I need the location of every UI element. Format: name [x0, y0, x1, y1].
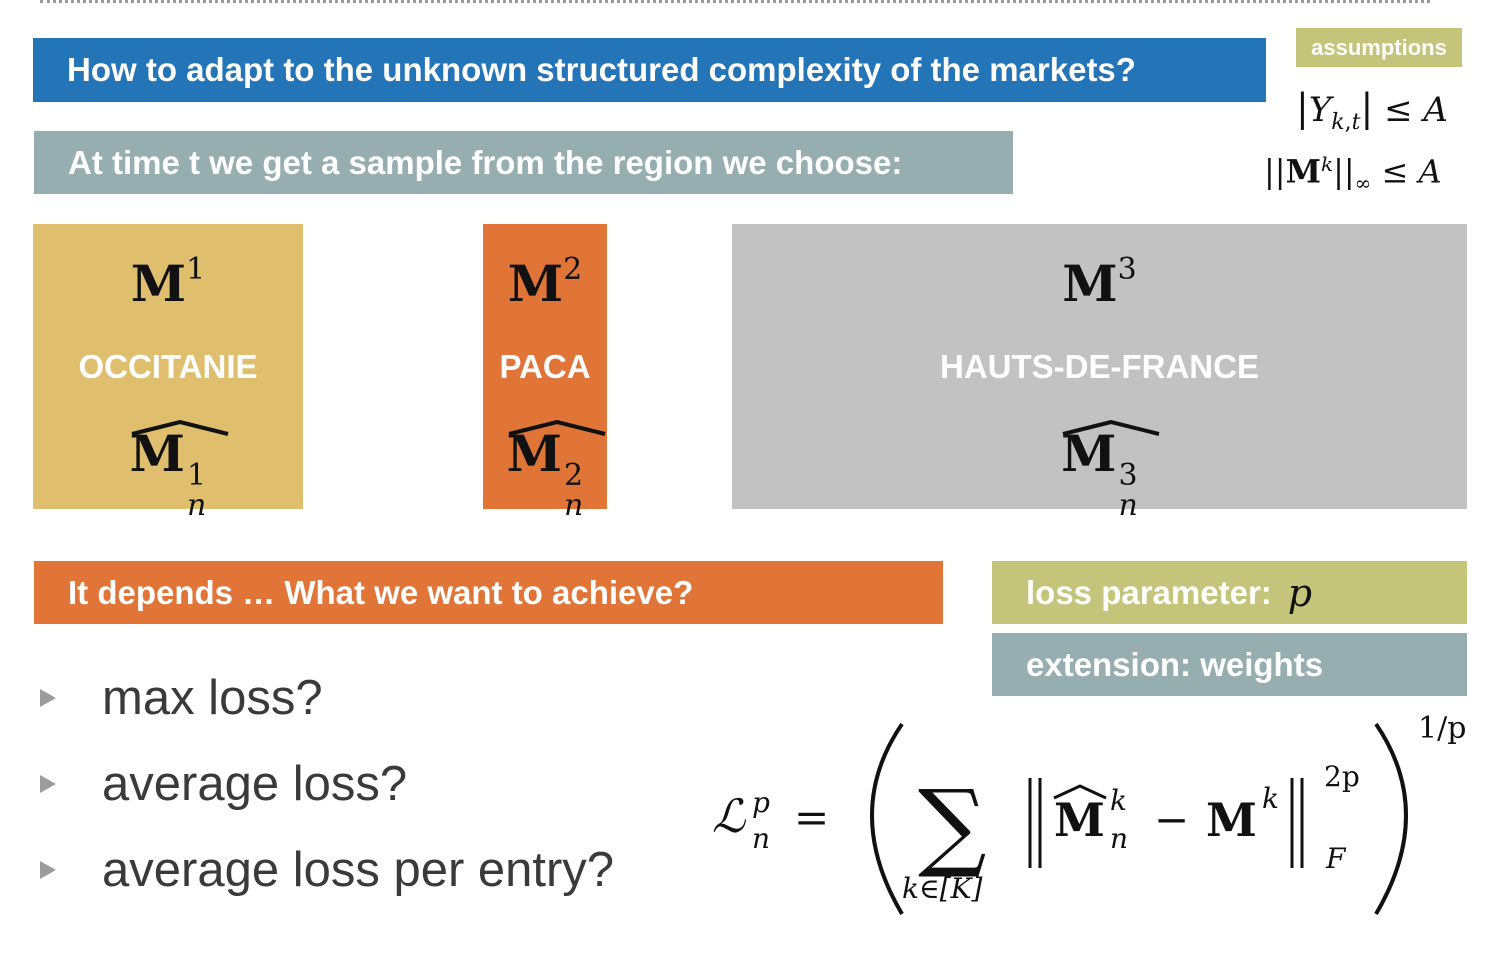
bullet-item: average loss?: [40, 756, 407, 812]
region-name: PACA: [499, 348, 591, 385]
question-text: How to adapt to the unknown structured c…: [67, 51, 1136, 88]
region-name: OCCITANIE: [78, 348, 258, 385]
norm-sub: F: [1325, 842, 1347, 875]
bullet-triangle-icon: [40, 861, 56, 879]
formula-equals: =: [794, 793, 829, 842]
formula-lhs-symbol: ℒ: [712, 789, 746, 843]
formula-lhs-sup: p: [752, 786, 770, 819]
bullet-triangle-icon: [40, 775, 56, 793]
depends-banner: It depends … What we want to achieve?: [34, 561, 943, 624]
bullet-text: average loss?: [102, 757, 408, 811]
question-banner: How to adapt to the unknown structured c…: [33, 38, 1266, 102]
extension-banner: extension: weights: [992, 633, 1467, 696]
loss-parameter-banner: loss parameter: p: [992, 561, 1467, 624]
matrix-label: M1: [130, 252, 206, 313]
bullet-triangle-icon: [40, 689, 56, 707]
bullet-text: average loss per entry?: [102, 843, 615, 897]
formula-m: M: [1206, 793, 1257, 847]
loss-parameter-symbol: p: [1287, 570, 1313, 615]
matrix-label: M3: [1062, 252, 1137, 313]
bullet-item: max loss?: [40, 670, 323, 726]
matrix-label: M2: [507, 252, 583, 313]
bullet-item: average loss per entry?: [40, 842, 614, 898]
region-name: HAUTS-DE-FRANCE: [940, 348, 1259, 385]
sample-banner: At time t we get a sample from the regio…: [34, 131, 1013, 194]
left-paren: [870, 722, 904, 916]
formula-lhs-sub: n: [752, 822, 770, 855]
sum-index: k∈[K]: [902, 872, 983, 905]
formula-hat-m: M: [1054, 793, 1105, 847]
norm-sup: 2p: [1324, 760, 1360, 793]
formula-hat-sup: k: [1110, 784, 1127, 817]
loss-formula: ℒ p n = ∑ k∈[K] M k n − M k 2p F 1/p: [712, 711, 1466, 916]
formula-minus: −: [1154, 795, 1189, 844]
extension-text: extension: weights: [1026, 645, 1324, 683]
estimate-hat: [1053, 784, 1107, 800]
assumption-bound-m: ||Mk||∞ ≤ A: [1264, 152, 1442, 196]
right-paren: [1374, 722, 1408, 916]
sample-text: At time t we get a sample from the regio…: [68, 143, 903, 181]
assumption-bound-y: |Yk,t| ≤ A: [1296, 86, 1448, 135]
top-dotted-rule: [40, 0, 1430, 7]
formula-m-sup: k: [1262, 782, 1279, 815]
sum-symbol: ∑: [918, 769, 987, 881]
assumptions-tag: assumptions: [1296, 28, 1462, 67]
depends-text: It depends … What we want to achieve?: [68, 573, 694, 611]
loss-parameter-label: loss parameter:: [1026, 573, 1272, 611]
formula-hat-sub: n: [1110, 822, 1128, 855]
outer-exponent: 1/p: [1418, 711, 1466, 746]
bullet-text: max loss?: [102, 671, 323, 725]
assumptions-tag-text: assumptions: [1311, 34, 1447, 60]
